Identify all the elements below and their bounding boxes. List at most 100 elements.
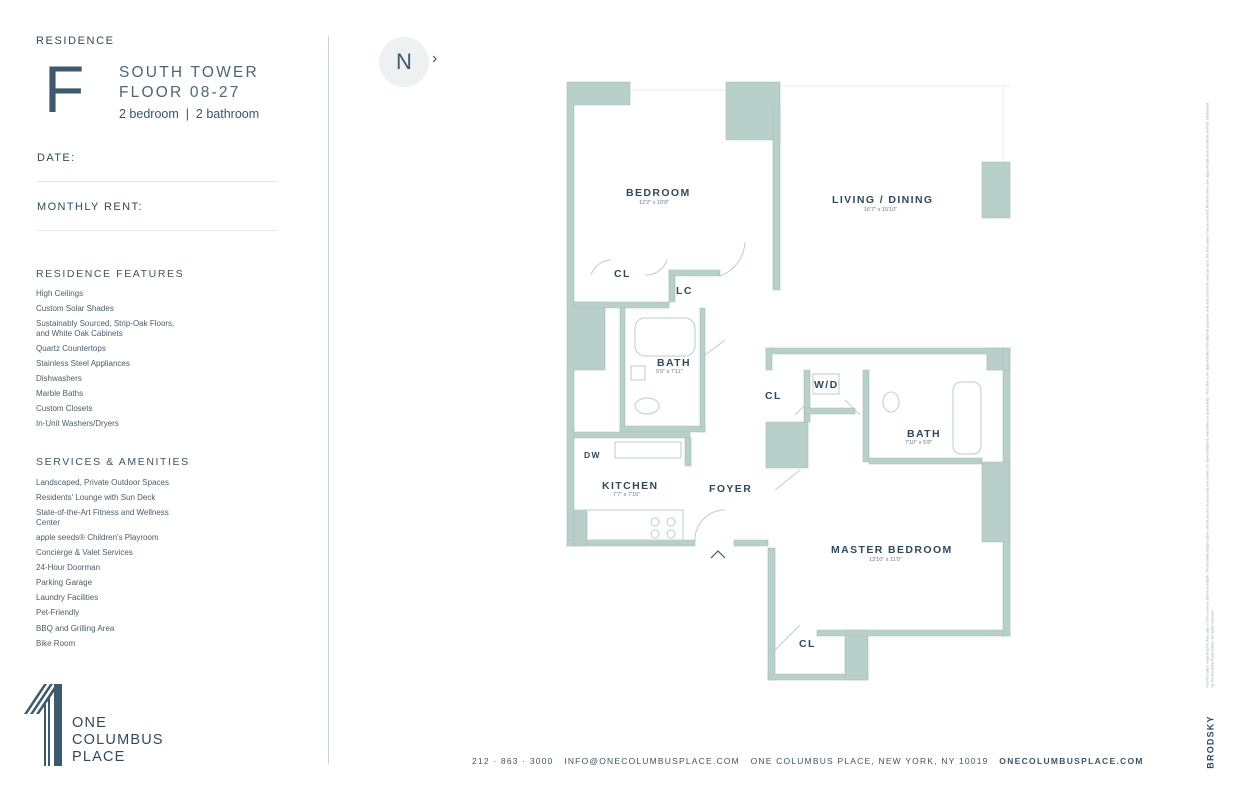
wall bbox=[981, 161, 1011, 219]
amenity-item: Parking Garage bbox=[36, 578, 93, 587]
room-living-label: LIVING / DINING bbox=[832, 194, 934, 206]
toilet bbox=[882, 391, 900, 413]
wall bbox=[816, 629, 1011, 637]
room-master-dim: 13'10" x 11'0" bbox=[869, 557, 902, 563]
wall bbox=[573, 509, 588, 547]
residence-label: RESIDENCE bbox=[36, 35, 115, 47]
door-swing bbox=[590, 259, 612, 276]
disclaimer-text: All information regarding the floor plan… bbox=[1205, 102, 1215, 688]
features-title: RESIDENCE FEATURES bbox=[36, 268, 185, 280]
amenities-title: SERVICES & AMENITIES bbox=[36, 456, 190, 468]
wall bbox=[668, 269, 721, 277]
feature-item: Sustainably Sourced, Strip-Oak Floors, a… bbox=[36, 319, 175, 338]
amenity-item: apple seeds® Children's Playroom bbox=[36, 533, 159, 542]
wall bbox=[573, 431, 691, 439]
amenity-item: Landscaped, Private Outdoor Spaces bbox=[36, 478, 169, 487]
feature-item: Quartz Countertops bbox=[36, 344, 106, 353]
one-columbus-logo-mark bbox=[24, 684, 62, 766]
contact-footer: 212 · 863 · 3000 INFO@ONECOLUMBUSPLACE.C… bbox=[472, 756, 1144, 766]
closet-label: CL bbox=[799, 638, 816, 650]
room-bath2-dim: 7'10" x 5'8" bbox=[905, 440, 933, 446]
door-swing bbox=[694, 509, 726, 541]
rent-label: MONTHLY RENT: bbox=[37, 201, 143, 213]
wall bbox=[619, 307, 626, 433]
wall bbox=[733, 539, 769, 547]
floor-plan: BEDROOM 12'2" x 10'8" LIVING / DINING 16… bbox=[555, 70, 1025, 695]
date-label: DATE: bbox=[37, 152, 76, 164]
toilet bbox=[630, 365, 646, 381]
room-living-dim: 16'7" x 15'10" bbox=[864, 207, 898, 213]
stove-burner bbox=[666, 529, 676, 539]
bath-sink bbox=[634, 397, 660, 415]
footer-website[interactable]: ONECOLUMBUSPLACE.COM bbox=[999, 756, 1144, 766]
feature-item: Marble Baths bbox=[36, 389, 84, 398]
amenity-item: Pet-Friendly bbox=[36, 608, 80, 617]
kitchen-counter bbox=[614, 441, 682, 459]
door-swing bbox=[794, 399, 811, 416]
logo-line: PLACE bbox=[72, 749, 126, 765]
room-foyer-label: FOYER bbox=[709, 483, 753, 495]
wall bbox=[765, 347, 773, 371]
room-kitchen-dim: 7'7" x 7'10" bbox=[613, 492, 641, 498]
bathtub bbox=[952, 381, 982, 455]
wall bbox=[619, 425, 706, 433]
door-swing bbox=[644, 259, 668, 276]
wall bbox=[684, 437, 692, 467]
door-swing bbox=[704, 339, 726, 356]
bathtub bbox=[634, 317, 696, 357]
wall bbox=[765, 347, 1004, 371]
rent-line bbox=[37, 230, 277, 231]
room-bedroom-label: BEDROOM bbox=[626, 187, 691, 199]
date-line bbox=[37, 181, 277, 182]
amenity-item: Laundry Facilities bbox=[36, 593, 99, 602]
room-master-label: MASTER BEDROOM bbox=[831, 544, 953, 556]
logo-line: ONE bbox=[72, 715, 108, 731]
footer-email[interactable]: INFO@ONECOLUMBUSPLACE.COM bbox=[564, 756, 740, 766]
tower-name: SOUTH TOWER bbox=[119, 64, 259, 81]
feature-item: Custom Closets bbox=[36, 404, 93, 413]
dishwasher-label: DW bbox=[584, 450, 601, 460]
amenity-item: 24-Hour Doorman bbox=[36, 563, 101, 572]
north-compass: N bbox=[379, 37, 429, 87]
stove-burner bbox=[666, 517, 676, 527]
washer-dryer-label: W/D bbox=[814, 379, 839, 391]
tower-floor-block: SOUTH TOWER FLOOR 08-27 bbox=[119, 63, 259, 103]
door-swing bbox=[719, 241, 746, 277]
wall bbox=[573, 301, 670, 309]
feature-item: In-Unit Washers/Dryers bbox=[36, 419, 119, 428]
vertical-divider bbox=[328, 36, 329, 764]
logo-line: COLUMBUS bbox=[72, 732, 164, 748]
wall bbox=[699, 307, 706, 433]
wall bbox=[862, 369, 870, 463]
room-bath2-label: BATH bbox=[907, 428, 941, 440]
amenity-item: State-of-the-Art Fitness and Wellness Ce… bbox=[36, 508, 169, 527]
door-swing bbox=[774, 469, 801, 491]
residence-letter: F bbox=[44, 52, 85, 126]
floor-plan-drawing bbox=[566, 81, 1011, 681]
closet-label: CL bbox=[614, 268, 631, 280]
room-kitchen-label: KITCHEN bbox=[602, 480, 659, 492]
brand-text: BRODSKY bbox=[1205, 715, 1216, 769]
feature-item: Stainless Steel Appliances bbox=[36, 359, 130, 368]
room-bedroom-dim: 12'2" x 10'8" bbox=[639, 200, 670, 206]
feature-item: Custom Solar Shades bbox=[36, 304, 114, 313]
floor-range: FLOOR 08-27 bbox=[119, 84, 241, 101]
amenity-item: BBQ and Grilling Area bbox=[36, 624, 115, 633]
legal-disclaimer: All information regarding the floor plan… bbox=[1200, 102, 1220, 690]
beds-baths: 2 bedroom | 2 bathroom bbox=[119, 107, 260, 121]
features-list: High Ceilings Custom Solar Shades Sustai… bbox=[36, 289, 186, 429]
wall bbox=[767, 547, 776, 681]
washer-dryer bbox=[812, 373, 840, 395]
room-bath-label: BATH bbox=[657, 357, 691, 369]
wall bbox=[844, 629, 869, 681]
door-swing bbox=[844, 399, 861, 416]
wall bbox=[765, 421, 809, 469]
amenity-item: Bike Room bbox=[36, 639, 76, 648]
amenity-item: Residents' Lounge with Sun Deck bbox=[36, 493, 156, 502]
door-swing bbox=[774, 624, 801, 651]
wall bbox=[868, 457, 983, 465]
logo-wordmark: ONE COLUMBUS PLACE bbox=[72, 715, 164, 766]
room-bath-dim: 5'0" x 7'11" bbox=[656, 369, 683, 375]
amenity-item: Concierge & Valet Services bbox=[36, 548, 133, 557]
stove-burner bbox=[650, 517, 660, 527]
